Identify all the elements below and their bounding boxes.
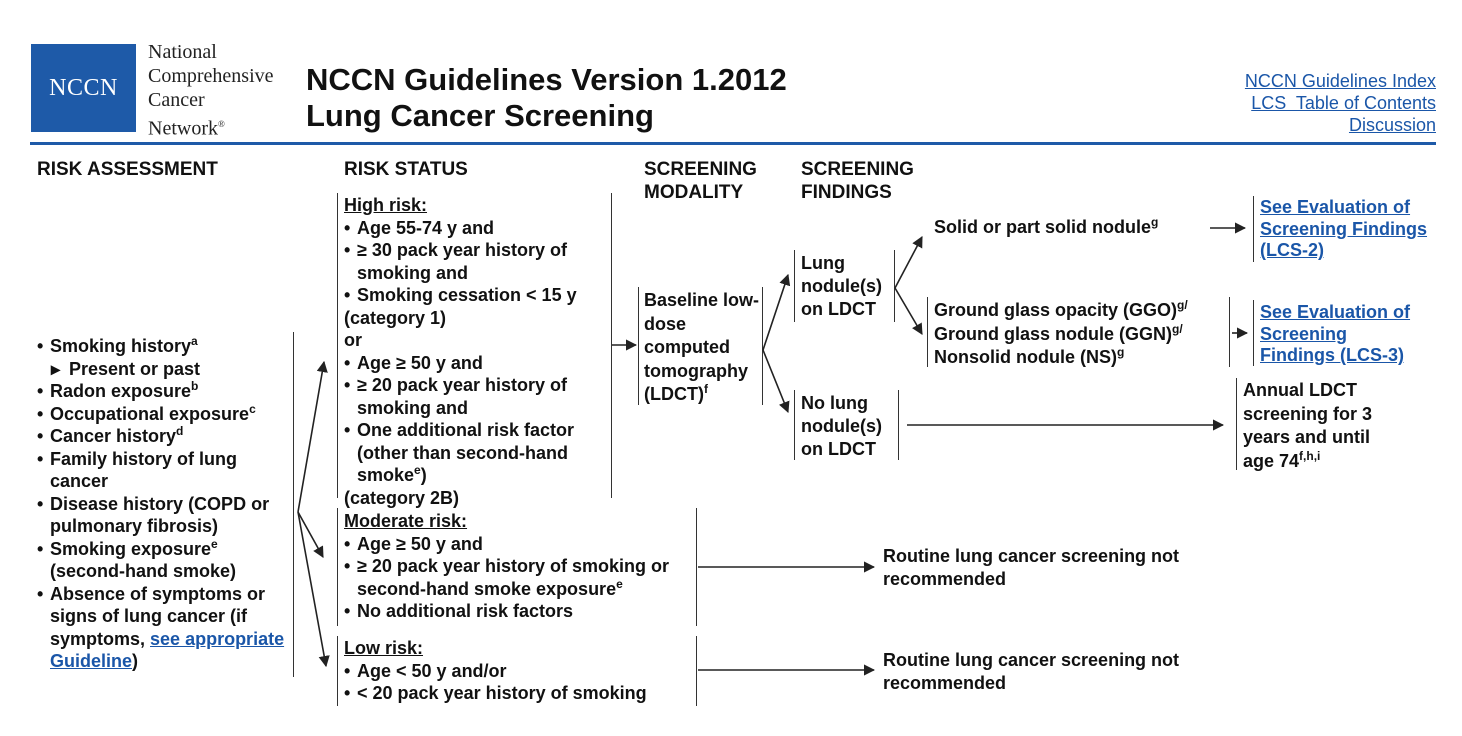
list-item: Age ≥ 50 y and	[344, 352, 610, 375]
ggo-finding-block: Ground glass opacity (GGO)g/ Ground glas…	[934, 299, 1188, 370]
table-of-contents-link[interactable]: LCS Table of Contents	[1251, 93, 1436, 113]
nccn-logo: NCCN	[31, 44, 136, 132]
list-item: Smoking historya	[37, 335, 292, 358]
low-risk-bracket-right	[696, 636, 697, 706]
ggn-finding: Ground glass nodule (GGN)g/	[934, 321, 1183, 344]
arrow-nodule-to-ggo	[894, 287, 923, 335]
no-nodule-bracket-left	[794, 390, 795, 460]
nodule-bracket-right	[894, 250, 895, 322]
column-risk-status: RISK STATUS	[344, 159, 468, 180]
arrow-modality-to-no-nodule	[762, 349, 790, 414]
arrow-assessment-to-moderate	[297, 511, 324, 558]
moderate-risk-bracket-left	[337, 508, 338, 626]
lcs3-bracket	[1253, 300, 1254, 366]
no-nodule-bracket-right	[898, 390, 899, 460]
logo-line-1: National	[148, 41, 217, 63]
list-item: Absence of symptoms or signs of lung can…	[37, 583, 292, 673]
category-2b-label: (category 2B)	[344, 487, 460, 508]
nodule-bracket-left	[794, 250, 795, 322]
list-item: Age < 50 y and/or	[344, 660, 694, 683]
routine-not-recommended-low: Routine lung cancer screening not recomm…	[883, 650, 1180, 693]
ns-finding: Nonsolid nodule (NS)g	[934, 345, 1125, 367]
page-title: NCCN Guidelines Version 1.2012 Lung Canc…	[306, 62, 787, 134]
list-item: Cancer historyd	[37, 425, 292, 448]
guidelines-index-link[interactable]: NCCN Guidelines Index	[1244, 71, 1436, 91]
low-risk-heading: Low risk:	[344, 638, 424, 658]
moderate-risk-bracket-right	[696, 508, 697, 626]
list-item: < 20 pack year history of smoking	[344, 682, 694, 705]
high-risk-bracket-right	[611, 193, 612, 498]
title-version: NCCN Guidelines Version 1.2012	[306, 62, 787, 97]
logo-line-4: Network®	[148, 117, 225, 140]
list-item: ≥ 20 pack year history of smoking and	[344, 374, 610, 419]
evaluation-lcs2-link[interactable]: See Evaluation of Screening Findings (LC…	[1260, 197, 1428, 260]
list-item: No additional risk factors	[344, 600, 694, 623]
column-screening-modality: SCREENING MODALITY	[644, 159, 757, 203]
low-risk-bracket-left	[337, 636, 338, 706]
list-item: Age ≥ 50 y and	[344, 533, 694, 556]
lcs2-outcome: See Evaluation of Screening Findings (LC…	[1260, 197, 1440, 262]
modality-bracket-left	[638, 287, 639, 405]
list-item: Occupational exposurec	[37, 403, 292, 426]
high-risk-bracket-left	[337, 193, 338, 498]
header-links: NCCN Guidelines Index LCS Table of Conte…	[1245, 70, 1436, 136]
list-item: Smoking exposuree(second-hand smoke)	[37, 538, 292, 583]
ggo-bracket-left	[927, 297, 928, 367]
logo-abbrev: NCCN	[49, 74, 118, 101]
title-subject: Lung Cancer Screening	[306, 98, 654, 133]
modality-bracket-right	[762, 287, 763, 405]
logo-line-2: Comprehensive	[148, 65, 274, 87]
lung-nodule-finding: Lung nodule(s) on LDCT	[801, 253, 882, 319]
or-label: or	[344, 330, 362, 350]
list-item: Disease history (COPD or pulmonary fibro…	[37, 493, 292, 538]
logo-line-3: Cancer	[148, 89, 205, 111]
solid-nodule-finding: Solid or part solid noduleg	[934, 215, 1159, 237]
routine-not-recommended-moderate: Routine lung cancer screening not recomm…	[883, 546, 1180, 589]
category-1-label: (category 1)	[344, 307, 447, 328]
moderate-risk-block: Moderate risk: Age ≥ 50 y and ≥ 20 pack …	[344, 510, 694, 623]
organization-name: National Comprehensive Cancer Network®	[148, 40, 274, 141]
ggo-bracket-right	[1229, 297, 1230, 367]
lcs2-bracket	[1253, 196, 1254, 262]
high-risk-heading: High risk:	[344, 195, 428, 215]
arrow-assessment-to-high	[297, 360, 328, 513]
arrow-modality-to-nodule	[762, 273, 791, 351]
arrow-nodule-to-solid	[894, 236, 923, 289]
list-item: Age 55-74 y and	[344, 217, 610, 240]
column-risk-assessment: RISK ASSESSMENT	[37, 159, 218, 180]
annual-ldct-outcome: Annual LDCT screening for 3 years and un…	[1243, 380, 1373, 471]
list-item: ≥ 30 pack year history of smoking and	[344, 239, 610, 284]
list-item: Family history of lung cancer	[37, 448, 292, 493]
moderate-risk-heading: Moderate risk:	[344, 511, 468, 531]
screening-modality-ldct: Baseline low-dose computed tomography (L…	[644, 290, 760, 404]
registered-mark: ®	[217, 119, 225, 129]
column-screening-findings: SCREENING FINDINGS	[801, 159, 914, 203]
lcs3-outcome: See Evaluation of Screening Findings (LC…	[1260, 302, 1420, 367]
list-item: Radon exposureb	[37, 380, 292, 403]
low-risk-block: Low risk: Age < 50 y and/or < 20 pack ye…	[344, 637, 694, 705]
annual-bracket	[1236, 378, 1237, 470]
header-divider	[30, 142, 1436, 145]
risk-assessment-bracket	[293, 332, 294, 677]
list-item: ≥ 20 pack year history of smoking or sec…	[344, 555, 694, 600]
list-item: Present or past	[37, 358, 292, 381]
risk-assessment-list: Smoking historya Present or past Radon e…	[37, 335, 292, 673]
high-risk-block: High risk: Age 55-74 y and ≥ 30 pack yea…	[344, 194, 610, 509]
appropriate-guideline-link[interactable]: see appropriate Guideline	[50, 628, 285, 672]
evaluation-lcs3-link[interactable]: See Evaluation of Screening Findings (LC…	[1260, 302, 1411, 365]
no-lung-nodule-finding: No lung nodule(s) on LDCT	[801, 393, 882, 459]
list-item: One additional risk factor (other than s…	[344, 419, 610, 487]
discussion-link[interactable]: Discussion	[1348, 115, 1436, 135]
arrow-assessment-to-low	[297, 511, 330, 668]
ggo-finding: Ground glass opacity (GGO)g/	[934, 298, 1188, 320]
list-item: Smoking cessation < 15 y	[344, 284, 610, 307]
